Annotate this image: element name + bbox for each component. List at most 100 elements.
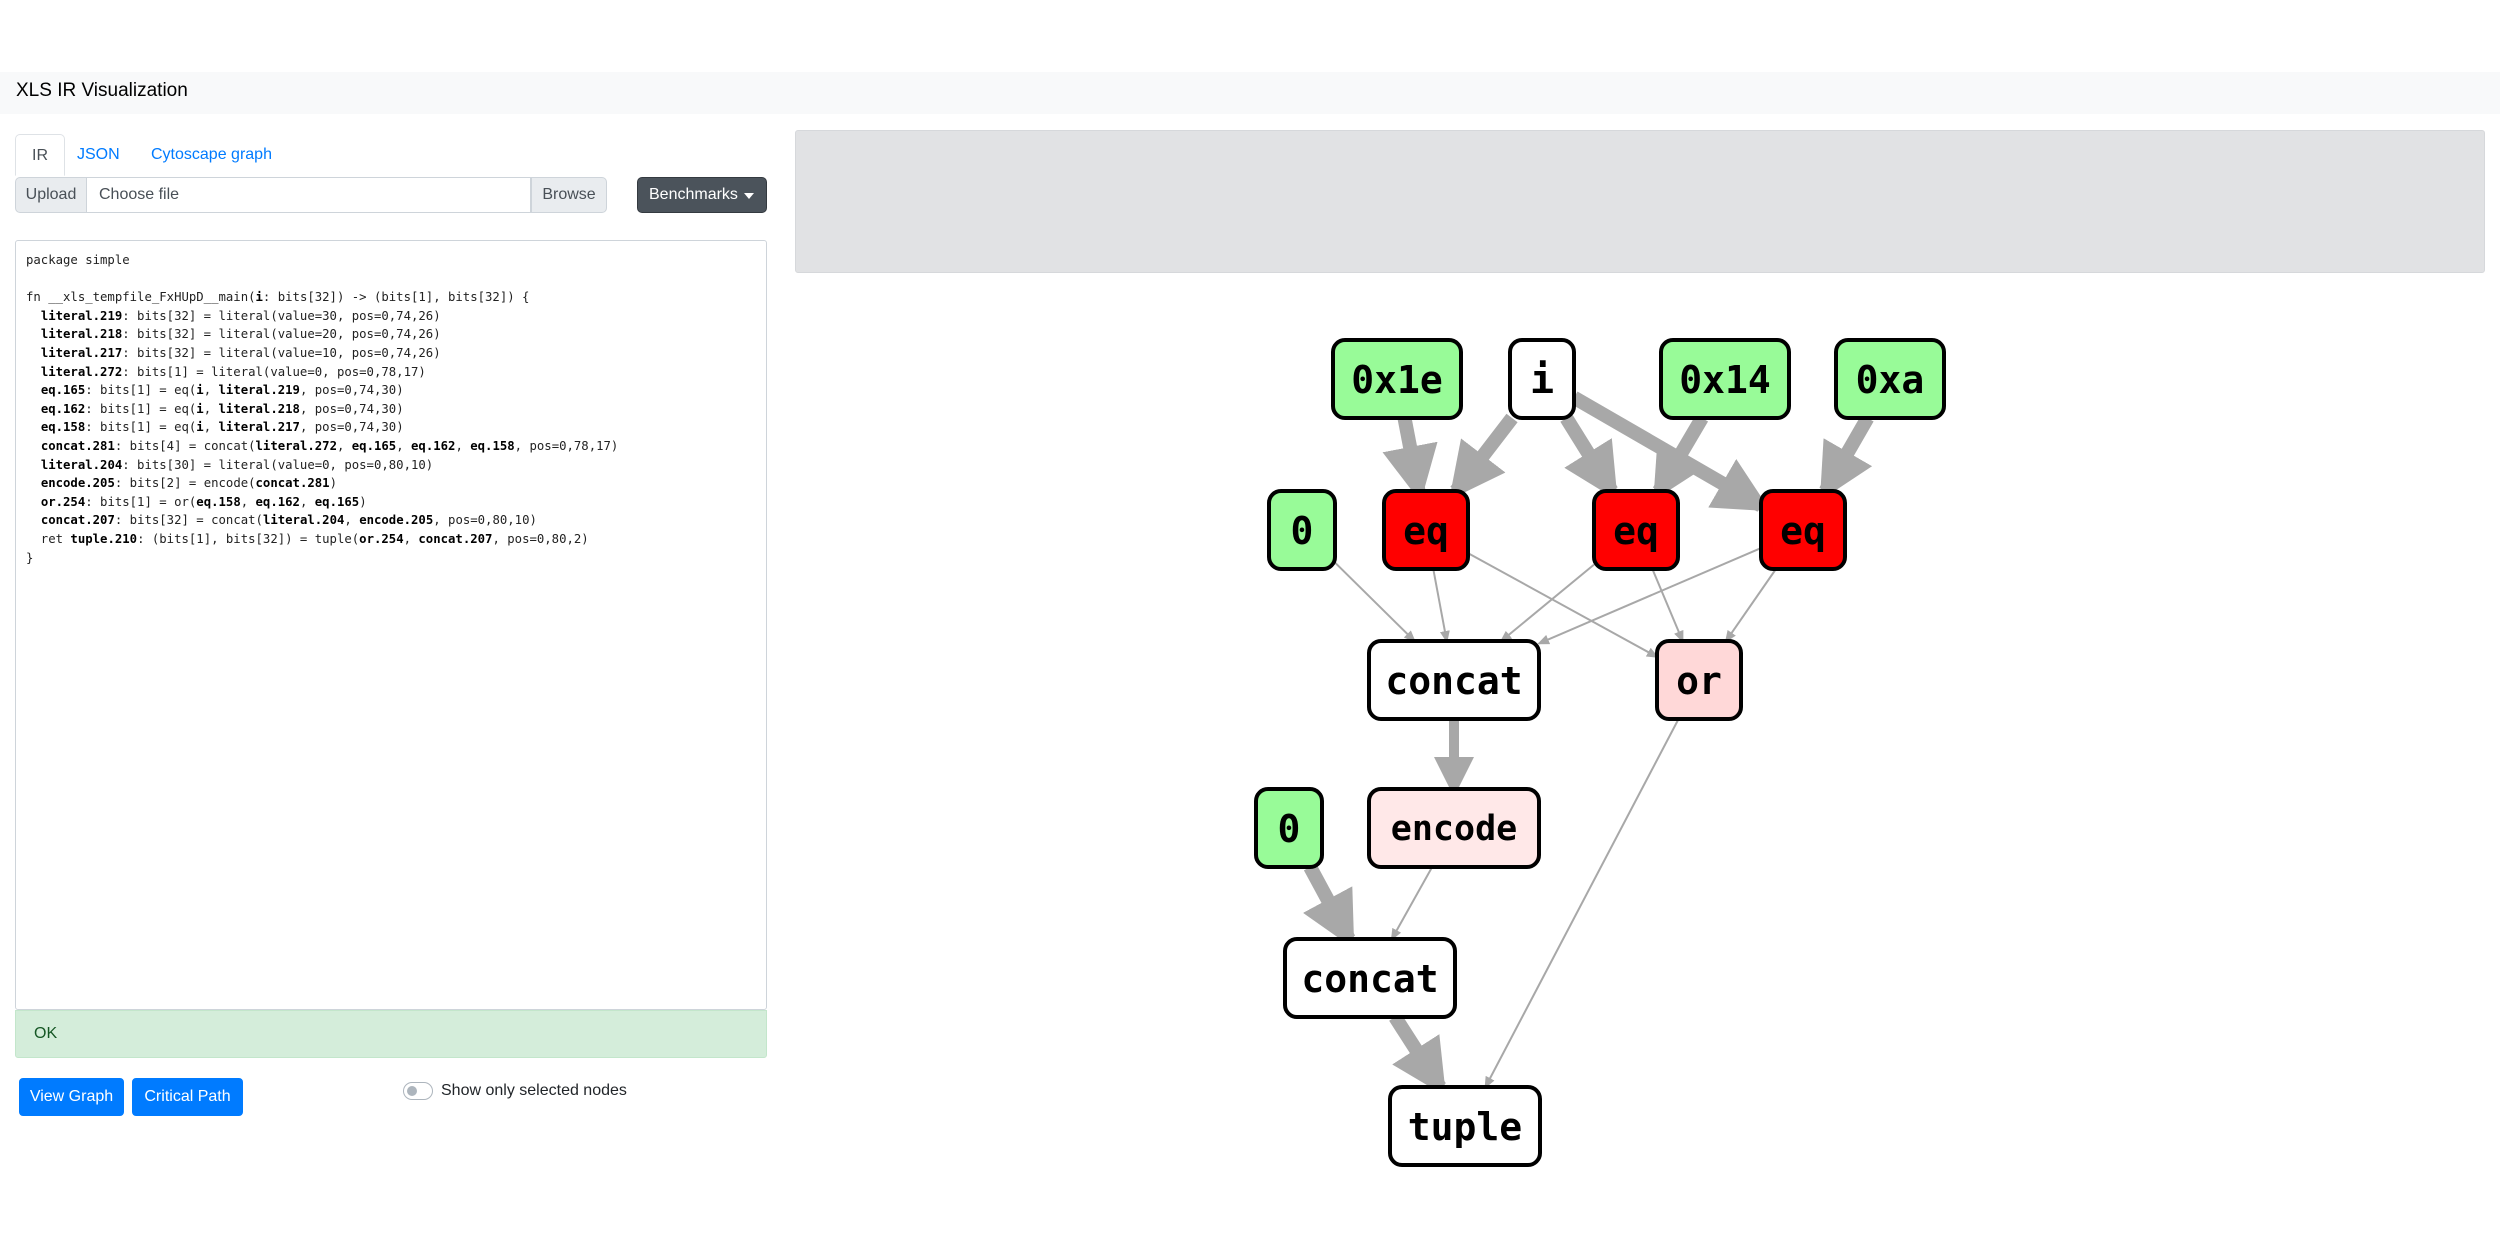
ir-identifier: eq.162 xyxy=(40,401,86,416)
graph-edge[interactable] xyxy=(1724,568,1777,643)
tab-json[interactable]: JSON xyxy=(77,146,120,163)
graph-node-box xyxy=(1759,489,1847,571)
graph-node-box xyxy=(1834,338,1946,420)
ir-text-segment: , xyxy=(240,494,256,509)
ir-text-segment: : bits[1] = or( xyxy=(85,494,197,509)
ir-text-segment: , xyxy=(396,438,412,453)
graph-edge[interactable] xyxy=(1537,547,1762,645)
ir-identifier: concat.207 xyxy=(418,531,493,546)
ir-text-segment: package simple xyxy=(26,253,130,267)
ir-line: literal.218: bits[32] = literal(value=20… xyxy=(26,325,618,344)
graph-edge[interactable] xyxy=(1560,414,1618,501)
ir-text-segment xyxy=(26,513,41,527)
graph-edge[interactable] xyxy=(1819,414,1874,501)
tab-cytoscape-graph[interactable]: Cytoscape graph xyxy=(151,146,272,163)
ir-text-segment: ) xyxy=(359,494,367,509)
graph-edge[interactable] xyxy=(1449,413,1518,500)
graph-edge[interactable] xyxy=(1382,416,1438,502)
ir-text-segment xyxy=(26,476,41,490)
file-upload-group: Upload Choose file Browse xyxy=(15,177,607,213)
file-input[interactable]: Choose file xyxy=(87,177,531,213)
view-graph-button[interactable]: View Graph xyxy=(19,1078,124,1116)
ir-line: ret tuple.210: (bits[1], bits[32]) = tup… xyxy=(26,530,618,549)
tab-ir[interactable]: IR xyxy=(15,134,65,176)
graph-node-label: 0x1e xyxy=(1351,358,1443,402)
critical-path-button[interactable]: Critical Path xyxy=(132,1078,243,1116)
upload-label: Upload xyxy=(15,177,87,213)
graph-edge[interactable] xyxy=(1467,552,1659,658)
graph-node-encode205[interactable]: encode xyxy=(1367,787,1541,869)
graph-node-eq158[interactable]: eq xyxy=(1759,489,1847,571)
ir-text-segment: : bits[32] = concat( xyxy=(114,513,263,528)
ir-text-segment: : bits[32]) -> (bits[1], bits[32]) { xyxy=(262,290,530,305)
graph-node-label: concat xyxy=(1301,957,1438,1001)
graph-node-tuple210[interactable]: tuple xyxy=(1388,1085,1542,1167)
ir-line: concat.207: bits[32] = concat(literal.20… xyxy=(26,511,618,530)
ir-identifier: literal.272 xyxy=(255,438,337,453)
ir-text-segment: } xyxy=(26,550,34,565)
browse-button[interactable]: Browse xyxy=(531,177,607,213)
ir-identifier: tuple.210 xyxy=(70,531,138,546)
graph-edge[interactable] xyxy=(1652,414,1709,501)
ir-identifier: literal.219 xyxy=(218,383,300,398)
tab-bar: IR JSON Cytoscape graph xyxy=(15,134,767,176)
ir-text-segment: ret xyxy=(26,531,71,546)
ir-identifier: eq.165 xyxy=(40,383,86,398)
ir-text-segment: , xyxy=(203,401,219,416)
graph-node-lit217[interactable]: 0xa xyxy=(1834,338,1946,420)
graph-node-label: 0x14 xyxy=(1679,358,1771,402)
ir-identifier: literal.272 xyxy=(40,364,123,379)
graph-node-eq165[interactable]: eq xyxy=(1382,489,1470,571)
ir-line: literal.217: bits[32] = literal(value=10… xyxy=(26,344,618,363)
ir-editor[interactable]: package simple fn __xls_tempfile_FxHUpD_… xyxy=(15,240,767,1010)
show-selected-label[interactable]: Show only selected nodes xyxy=(441,1082,627,1099)
ir-text-segment: : bits[32] = literal(value=30, pos=0,74,… xyxy=(122,308,441,323)
show-selected-switch[interactable] xyxy=(403,1082,433,1100)
graph-node-concat281[interactable]: concat xyxy=(1367,639,1541,721)
ir-text-segment: , xyxy=(203,420,219,435)
node-info-panel xyxy=(795,130,2485,273)
ir-identifier: concat.281 xyxy=(40,438,115,453)
ir-text-segment xyxy=(26,365,41,379)
benchmarks-dropdown-button[interactable]: Benchmarks xyxy=(637,177,767,213)
graph-edge[interactable] xyxy=(1390,866,1434,941)
ir-text-segment: : bits[1] = eq( xyxy=(85,401,197,416)
graph-node-lit272[interactable]: 0 xyxy=(1267,489,1337,571)
graph-node-lit218[interactable]: 0x14 xyxy=(1659,338,1791,420)
graph-edge[interactable] xyxy=(1499,563,1595,643)
graph-node-lit204[interactable]: 0 xyxy=(1254,787,1324,869)
ir-text-segment xyxy=(26,309,41,323)
graph-node-box xyxy=(1508,338,1576,420)
graph-node-label: concat xyxy=(1385,659,1522,703)
graph-node-i[interactable]: i xyxy=(1508,338,1576,420)
ir-identifier: or.254 xyxy=(40,494,86,509)
graph-edge[interactable] xyxy=(1484,718,1680,1089)
graph-node-box xyxy=(1367,639,1541,721)
ir-text-segment: , xyxy=(344,513,360,528)
ir-text-segment: : bits[1] = eq( xyxy=(85,420,197,435)
ir-text-segment: , xyxy=(336,438,352,453)
graph-node-box xyxy=(1254,787,1324,869)
ir-text-segment: : (bits[1], bits[32]) = tuple( xyxy=(137,531,360,546)
app-title[interactable]: XLS IR Visualization xyxy=(16,80,188,101)
graph-edge[interactable] xyxy=(1389,1013,1447,1097)
graph-node-concat207[interactable]: concat xyxy=(1283,937,1457,1019)
ir-line: eq.158: bits[1] = eq(i, literal.217, pos… xyxy=(26,418,618,437)
graph-node-box xyxy=(1659,338,1791,420)
graph-node-lit219[interactable]: 0x1e xyxy=(1331,338,1463,420)
graph-edge[interactable] xyxy=(1651,568,1684,643)
graph-edge[interactable] xyxy=(1432,568,1450,643)
graph-edge[interactable] xyxy=(1303,863,1356,949)
ir-identifier: literal.217 xyxy=(218,420,300,435)
navbar: XLS IR Visualization xyxy=(0,72,2500,114)
ir-source-text[interactable]: package simple fn __xls_tempfile_FxHUpD_… xyxy=(26,251,618,567)
ir-line: encode.205: bits[2] = encode(concat.281) xyxy=(26,474,618,493)
ir-line xyxy=(26,270,618,289)
graph-node-box xyxy=(1283,937,1457,1019)
graph-node-eq162[interactable]: eq xyxy=(1592,489,1680,571)
graph-edge[interactable] xyxy=(1334,561,1416,643)
graph-node-or254[interactable]: or xyxy=(1655,639,1743,721)
ir-line: literal.219: bits[32] = literal(value=30… xyxy=(26,307,618,326)
ir-line: literal.272: bits[1] = literal(value=0, … xyxy=(26,363,618,382)
